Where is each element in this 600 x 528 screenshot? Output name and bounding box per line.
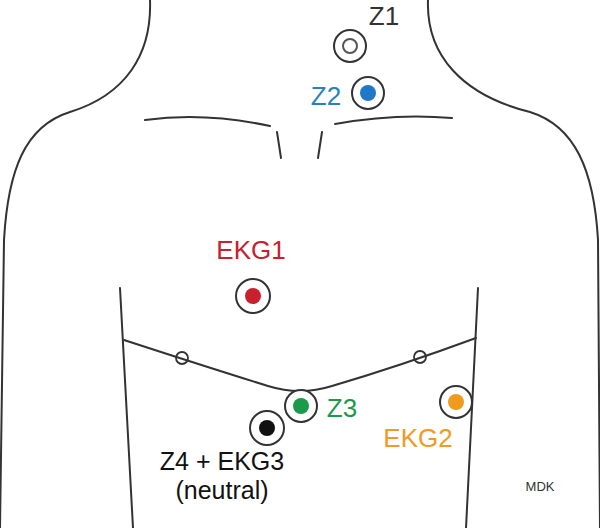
right-clavicle bbox=[335, 116, 452, 124]
electrode-z1 bbox=[334, 30, 366, 62]
left-contour bbox=[0, 0, 150, 528]
nipple bbox=[176, 352, 188, 364]
sternal-notch bbox=[318, 132, 322, 158]
rib-margin bbox=[124, 338, 476, 391]
watermark: MDK bbox=[510, 480, 570, 495]
electrode-label: EKG2 bbox=[373, 424, 463, 454]
sternal-notch bbox=[277, 132, 281, 158]
electrode-z3 bbox=[285, 390, 317, 422]
electrode-label: EKG1 bbox=[201, 236, 301, 266]
electrode-label: Z2 bbox=[296, 82, 356, 112]
electrode-z2 bbox=[352, 77, 384, 109]
electrode-label: Z3 bbox=[312, 394, 372, 424]
right-contour bbox=[428, 0, 600, 528]
electrode-label: Z1 bbox=[354, 2, 414, 32]
electrode-label: Z4 + EKG3 (neutral) bbox=[152, 447, 292, 505]
left-torso-side bbox=[120, 288, 133, 528]
electrode-z4-ekg3 bbox=[250, 411, 284, 445]
electrode-ekg2 bbox=[440, 386, 472, 418]
electrode-ekg1 bbox=[236, 279, 270, 313]
left-clavicle bbox=[145, 117, 270, 126]
nipple bbox=[414, 351, 426, 363]
